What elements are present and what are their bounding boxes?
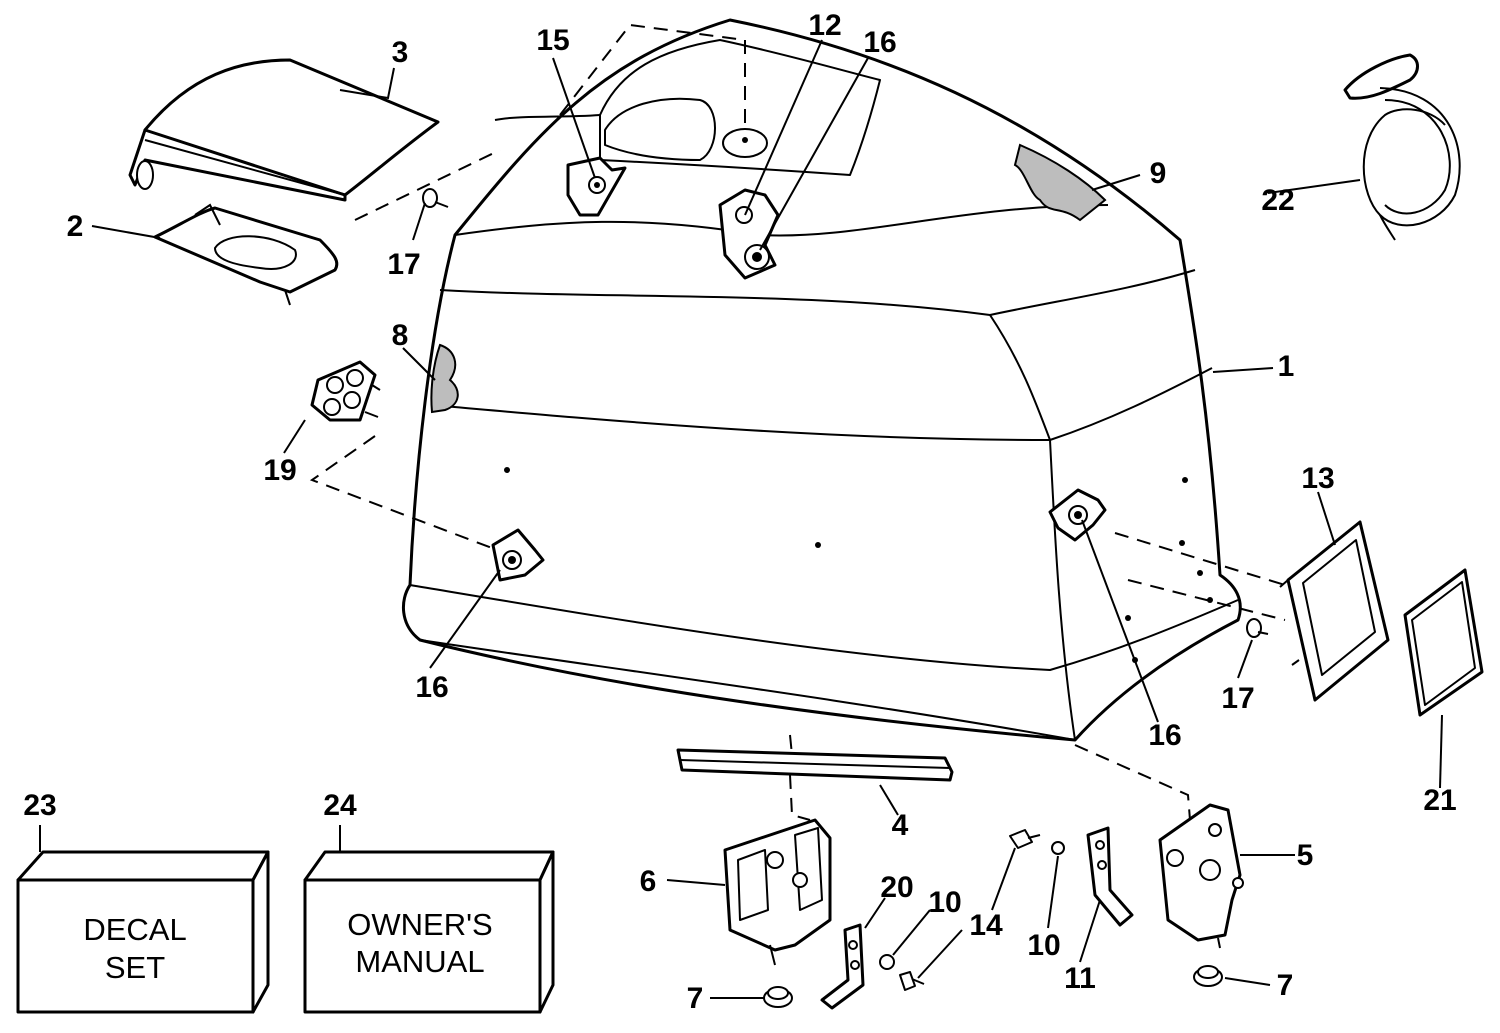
hidden-outline-top bbox=[354, 23, 746, 221]
hook-bracket bbox=[1086, 826, 1134, 927]
callout-16-lower-right: 16 bbox=[1148, 719, 1181, 752]
callout-10-upper: 10 bbox=[1027, 929, 1060, 962]
hidden-line-frame bbox=[1114, 532, 1286, 621]
callout-13: 13 bbox=[1301, 462, 1334, 495]
leader-lines bbox=[39, 39, 1443, 999]
callout-8: 8 bbox=[392, 319, 409, 352]
latch-plate-top-left bbox=[566, 156, 627, 217]
screw-left bbox=[422, 188, 449, 208]
hinge-bracket bbox=[723, 744, 1191, 966]
frame-seal bbox=[1279, 520, 1390, 702]
callout-10-lower: 10 bbox=[928, 886, 961, 919]
small-bracket bbox=[820, 923, 865, 1010]
washer-upper bbox=[1051, 841, 1065, 855]
callout-6: 6 bbox=[640, 865, 657, 898]
callout-numbers: 3 2 15 12 16 9 22 8 1 17 19 13 16 16 17 … bbox=[23, 9, 1456, 1015]
clip-bracket bbox=[310, 360, 381, 422]
callout-1: 1 bbox=[1278, 350, 1295, 383]
callout-12: 12 bbox=[808, 9, 841, 42]
callout-16-top: 16 bbox=[863, 26, 896, 59]
owners-manual-box: OWNER'S MANUAL bbox=[303, 850, 555, 1014]
screw-right bbox=[1246, 618, 1269, 638]
callout-19: 19 bbox=[263, 454, 296, 487]
callout-9: 9 bbox=[1150, 157, 1167, 190]
callout-17-right: 17 bbox=[1221, 682, 1254, 715]
callout-16-lower-left: 16 bbox=[415, 671, 448, 704]
frame-gasket bbox=[1403, 568, 1484, 717]
mount-plate bbox=[1158, 803, 1244, 949]
callout-7-left: 7 bbox=[687, 982, 704, 1015]
knob-right bbox=[1193, 965, 1223, 987]
manual-label-line2: MANUAL bbox=[355, 944, 484, 979]
latch-plate-lower-right bbox=[1048, 488, 1107, 542]
engine-cover bbox=[401, 18, 1242, 742]
decal-label-line1: DECAL bbox=[83, 912, 186, 947]
seal-strip bbox=[676, 748, 954, 782]
callout-20: 20 bbox=[880, 871, 913, 904]
callout-15: 15 bbox=[536, 24, 569, 57]
seal-patch-right bbox=[1013, 143, 1107, 222]
latch-plate-lower-left bbox=[491, 528, 545, 582]
callout-11: 11 bbox=[1064, 962, 1096, 995]
bolt-lower bbox=[899, 971, 925, 991]
callout-23: 23 bbox=[23, 789, 56, 822]
cable-assembly bbox=[1343, 53, 1461, 241]
hidden-line-clip bbox=[309, 435, 493, 549]
callout-7-right: 7 bbox=[1277, 969, 1294, 1002]
callout-5: 5 bbox=[1297, 839, 1314, 872]
callout-3: 3 bbox=[392, 36, 409, 69]
callout-17-left: 17 bbox=[387, 248, 420, 281]
manual-label-line1: OWNER'S bbox=[347, 907, 492, 942]
callout-22: 22 bbox=[1261, 184, 1294, 217]
callout-4: 4 bbox=[892, 809, 909, 842]
bolt-upper bbox=[1009, 829, 1041, 849]
latch-plate-top-right bbox=[718, 188, 780, 280]
callout-2: 2 bbox=[67, 210, 84, 243]
gasket bbox=[153, 203, 339, 306]
washer-lower bbox=[879, 954, 895, 970]
decal-set-box: DECAL SET bbox=[16, 850, 270, 1014]
hidden-line-strip bbox=[789, 734, 811, 821]
callout-21: 21 bbox=[1423, 784, 1456, 817]
decal-label-line2: SET bbox=[105, 950, 165, 985]
callout-24: 24 bbox=[323, 789, 357, 822]
callout-14-lower: 14 bbox=[969, 909, 1003, 942]
knob-left bbox=[763, 986, 793, 1008]
